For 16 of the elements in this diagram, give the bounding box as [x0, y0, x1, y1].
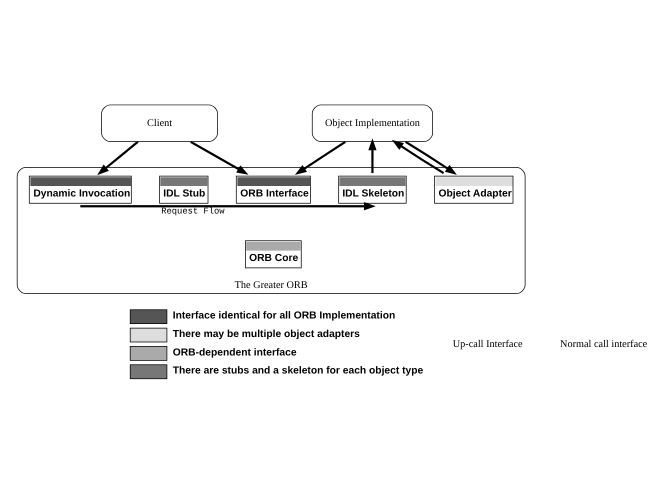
arrow — [392, 140, 444, 174]
arrow — [80, 202, 376, 210]
edge-label: Request Flow — [161, 206, 225, 216]
legend-label: There are stubs and a skeleton for each object type — [172, 366, 424, 377]
legend-label: There may be multiple object adapters — [172, 329, 360, 340]
arrow — [294, 140, 346, 175]
node-box: Object Implementation — [312, 104, 433, 142]
arrow — [405, 140, 457, 175]
node-box: Client — [101, 104, 218, 142]
legend-label: Interface identical for all ORB Implementation — [172, 310, 396, 322]
arrow — [97, 140, 139, 176]
arrow — [368, 138, 377, 174]
label: Normal call interface — [560, 338, 648, 350]
arrow — [190, 140, 248, 175]
label: Up-call Interface — [452, 338, 523, 350]
legend-label: ORB-dependent interface — [172, 347, 297, 358]
